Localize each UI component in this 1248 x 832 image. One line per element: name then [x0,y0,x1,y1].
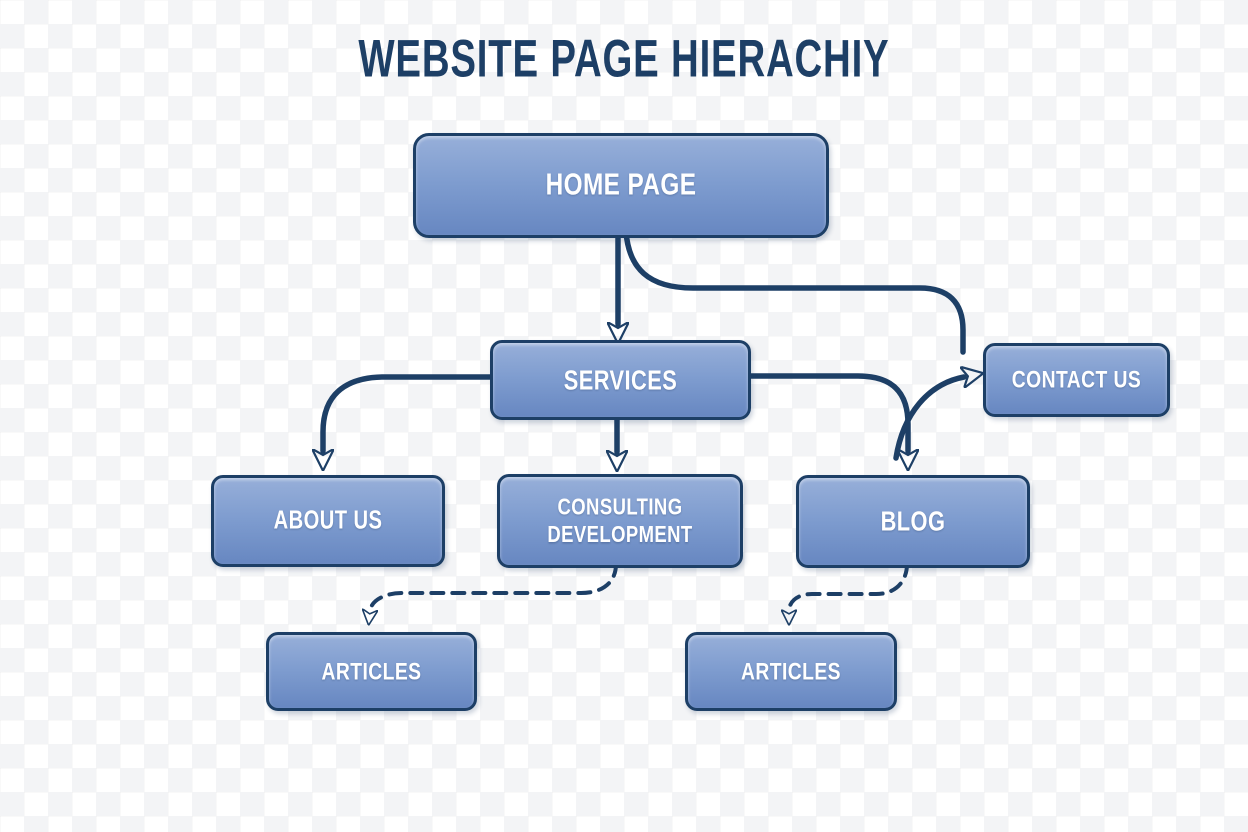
node-articles-left: ARTICLES [266,632,477,711]
node-label: CONTACT US [1011,365,1142,394]
node-consulting-development: CONSULTING DEVELOPMENT [497,474,743,568]
node-label: ABOUT US [273,505,383,535]
node-label: ARTICLES [741,657,841,685]
node-blog: BLOG [796,475,1030,568]
edge-services-contact [893,377,964,461]
node-label: SERVICES [563,363,678,396]
node-home-page: HOME PAGE [413,133,829,238]
node-label: HOME PAGE [545,168,697,203]
page-title: WEBSITE PAGE HIERACHIY [358,30,890,89]
node-label: BLOG [880,505,946,538]
edge-services-about [323,374,493,451]
node-label: CONSULTING DEVELOPMENT [547,493,693,548]
edge-home-contact [623,229,966,355]
node-label: ARTICLES [321,657,422,685]
node-about-us: ABOUT US [211,475,445,567]
node-contact-us: CONTACT US [983,343,1170,417]
edge-services-blog [742,373,908,451]
node-services: SERVICES [490,340,751,420]
node-articles-right: ARTICLES [685,632,897,711]
edge-consulting-articles [370,562,618,611]
edge-blog-articles [789,562,909,611]
